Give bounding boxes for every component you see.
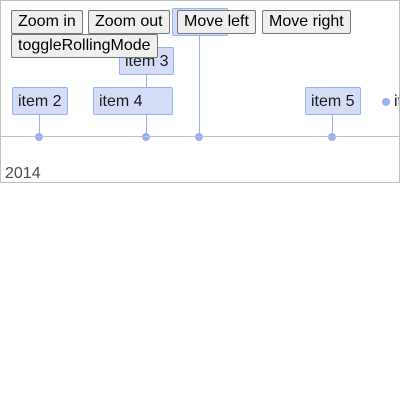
item-connector-line xyxy=(199,36,200,136)
item-label: item 4 xyxy=(99,93,143,110)
time-axis xyxy=(1,136,399,137)
item-label: item 2 xyxy=(18,93,62,110)
move-right-button[interactable]: Move right xyxy=(262,10,351,34)
zoom-in-button[interactable]: Zoom in xyxy=(11,10,83,34)
item-label: item 5 xyxy=(311,93,355,110)
point-item-label[interactable]: item xyxy=(394,93,399,110)
zoom-out-button[interactable]: Zoom out xyxy=(88,10,170,34)
item-connector-line xyxy=(146,115,147,136)
item-connector-line xyxy=(39,115,40,136)
move-left-button[interactable]: Move left xyxy=(177,10,256,34)
item-dot xyxy=(328,133,336,141)
timeline-item-4[interactable]: item 4 xyxy=(93,87,173,115)
major-axis-label: 2014 xyxy=(5,165,41,182)
item-dot xyxy=(195,133,203,141)
item-dot xyxy=(142,133,150,141)
item-connector-line xyxy=(146,75,147,87)
point-item-dot[interactable] xyxy=(382,98,390,106)
item-connector-line xyxy=(332,115,333,136)
timeline-item-5[interactable]: item 5 xyxy=(305,87,361,115)
item-dot xyxy=(35,133,43,141)
timeline-item-2[interactable]: item 2 xyxy=(12,87,68,115)
toggle-rolling-mode-button[interactable]: toggleRollingMode xyxy=(11,34,158,58)
